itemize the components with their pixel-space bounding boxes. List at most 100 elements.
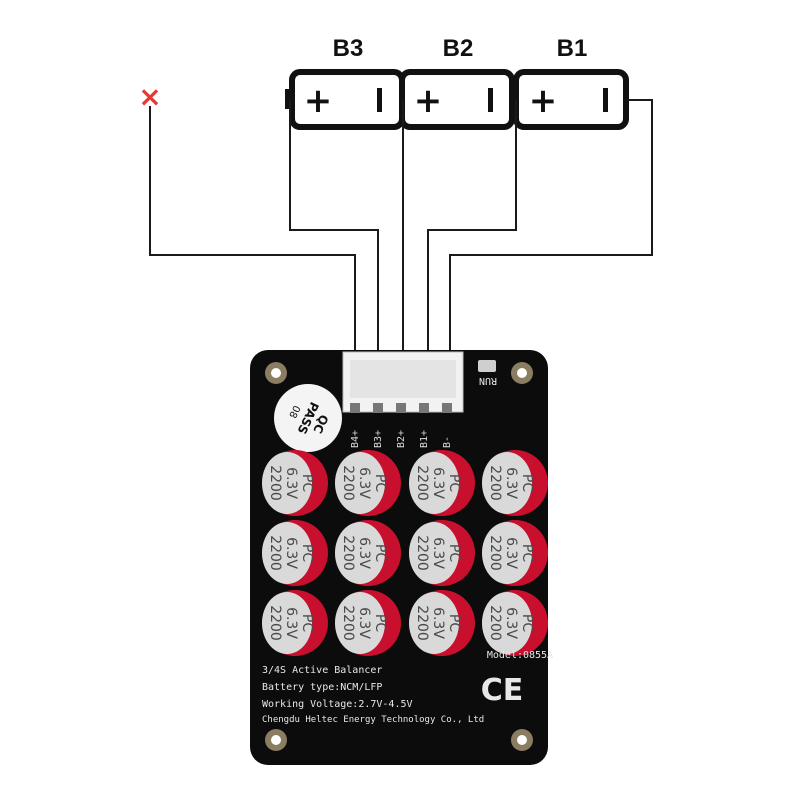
capacitor-brand: PC [372, 544, 388, 562]
capacitor-capacitance: 2200 [487, 465, 503, 501]
battery-b2: + [399, 69, 515, 130]
wire-b1-plus [427, 100, 517, 352]
battery-b3: + [285, 69, 405, 130]
capacitor-top [409, 522, 459, 584]
battery-b1-plus: + [529, 81, 558, 121]
capacitor-voltage: 6.3V [283, 607, 299, 639]
battery-b2-body [399, 69, 515, 130]
capacitor-capacitance: 2200 [267, 465, 283, 501]
capacitor-brand: PC [446, 544, 462, 562]
qc-sticker-line3: 08 [286, 403, 301, 419]
info-line-product: 3/4S Active Balancer [262, 665, 382, 676]
capacitor-top [262, 522, 312, 584]
capacitor-top [262, 592, 312, 654]
connector-pin [350, 403, 360, 413]
capacitor-capacitance: 2200 [487, 605, 503, 641]
capacitor-brand: PC [446, 614, 462, 632]
capacitor-top [482, 522, 532, 584]
pin-label-b4-plus: B4+ [350, 430, 361, 448]
capacitor-capacitance: 2200 [267, 605, 283, 641]
connector-pin [419, 403, 429, 413]
capacitor-capacitance: 2200 [267, 535, 283, 571]
run-label: RUN [479, 375, 497, 386]
model-label: Model:0855A [487, 650, 553, 661]
capacitor-voltage: 6.3V [356, 607, 372, 639]
capacitor-voltage: 6.3V [430, 607, 446, 639]
capacitor-top [482, 592, 532, 654]
wire-b-minus [449, 99, 653, 352]
capacitor-brand: PC [299, 614, 315, 632]
capacitor-voltage: 6.3V [503, 607, 519, 639]
capacitor-voltage: 6.3V [283, 467, 299, 499]
capacitor-voltage: 6.3V [356, 467, 372, 499]
connector-pin [442, 403, 452, 413]
capacitor-top [409, 452, 459, 514]
capacitor-voltage: 6.3V [430, 467, 446, 499]
pin-label-b-minus: B- [442, 436, 453, 448]
capacitor-brand: PC [446, 474, 462, 492]
capacitor-capacitance: 2200 [340, 605, 356, 641]
run-led-icon [478, 360, 496, 372]
pin-label-b3-plus: B3+ [373, 430, 384, 448]
capacitor-brand: PC [372, 474, 388, 492]
battery-b2-minus [488, 88, 493, 112]
info-line-battery-type: Battery type:NCM/LFP [262, 682, 382, 693]
capacitor-voltage: 6.3V [503, 467, 519, 499]
connector-pin [373, 403, 383, 413]
connector-pin [396, 403, 406, 413]
balance-connector [342, 351, 464, 413]
balancer-board: B4+ B3+ B2+ B1+ B- RUN QC PASS 08 PC6.3V… [250, 350, 553, 765]
capacitor-top [335, 452, 385, 514]
battery-b2-plus: + [414, 81, 443, 121]
pin-label-b1-plus: B1+ [419, 430, 430, 448]
pin-label-b2-plus: B2+ [396, 430, 407, 448]
capacitor-capacitance: 2200 [414, 605, 430, 641]
qc-pass-sticker: QC PASS 08 [274, 384, 342, 452]
capacitor-brand: PC [519, 474, 535, 492]
wires [149, 99, 653, 352]
capacitor-brand: PC [299, 474, 315, 492]
capacitor-capacitance: 2200 [414, 465, 430, 501]
info-line-voltage: Working Voltage:2.7V-4.5V [262, 699, 413, 710]
battery-b3-label: B3 [333, 35, 364, 62]
capacitor-top [262, 452, 312, 514]
battery-b1: + [513, 69, 629, 130]
battery-b3-plus: + [304, 81, 333, 121]
battery-b3-terminal [285, 89, 292, 109]
capacitor-brand: PC [519, 544, 535, 562]
ce-mark: CE [481, 673, 524, 708]
capacitor-capacitance: 2200 [340, 465, 356, 501]
capacitor-voltage: 6.3V [503, 537, 519, 569]
info-line-manufacturer: Chengdu Heltec Energy Technology Co., Lt… [262, 715, 484, 725]
capacitor-capacitance: 2200 [487, 535, 503, 571]
capacitor-voltage: 6.3V [283, 537, 299, 569]
capacitor-top [335, 592, 385, 654]
capacitor-voltage: 6.3V [356, 537, 372, 569]
battery-b1-label: B1 [557, 35, 588, 62]
battery-b1-minus [603, 88, 608, 112]
mounting-holes [265, 362, 533, 751]
capacitor-top [482, 452, 532, 514]
capacitor-brand: PC [372, 614, 388, 632]
wire-b3-plus [289, 100, 379, 352]
battery-b2-label: B2 [443, 35, 474, 62]
wire-b4-unused [149, 106, 356, 352]
capacitor-brand: PC [519, 614, 535, 632]
capacitor-brand: PC [299, 544, 315, 562]
capacitor-top [335, 522, 385, 584]
unused-wire-x-icon: × [138, 80, 161, 113]
capacitor-top [409, 592, 459, 654]
